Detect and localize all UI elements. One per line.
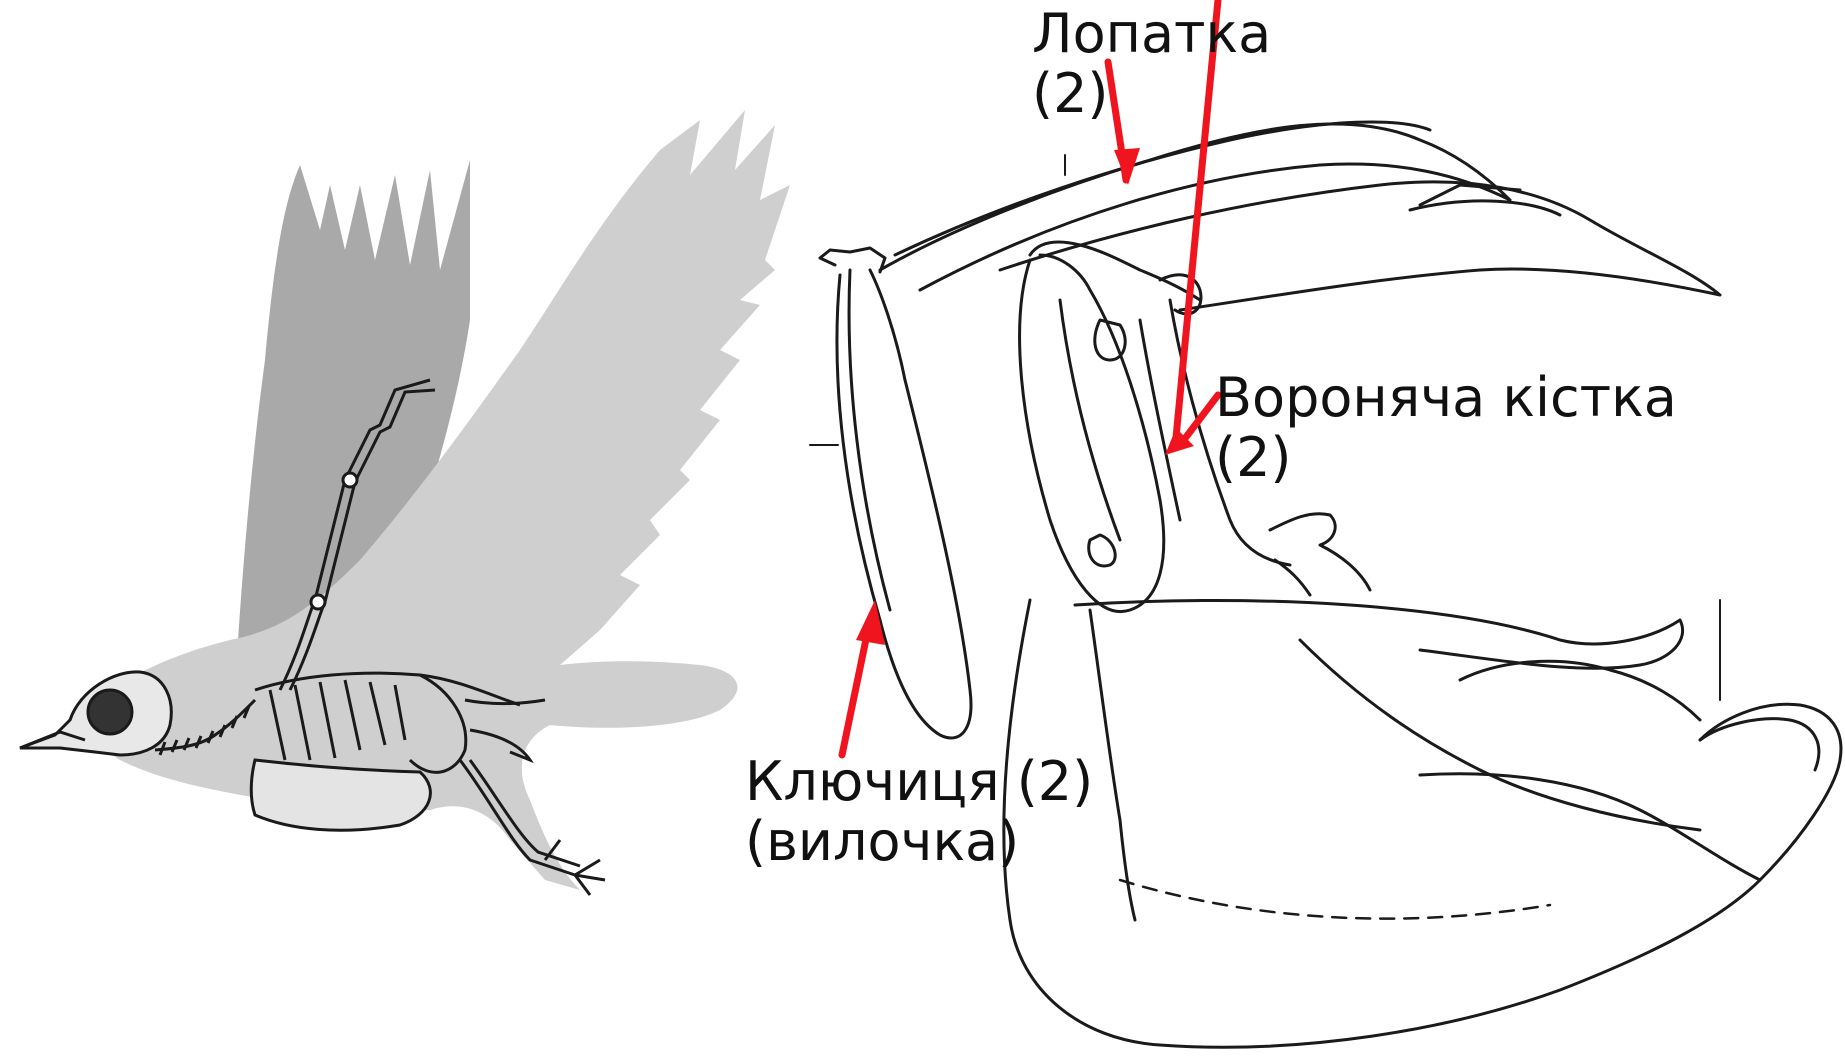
scapula-label: Лопатка (2) (1032, 4, 1271, 124)
scapula-label-name: Лопатка (1032, 4, 1271, 64)
clavicle-label-note: (вилочка) (745, 812, 1093, 872)
bird-in-flight-illustration (20, 110, 790, 895)
scapula-label-count: (2) (1032, 64, 1271, 124)
sternum-body (1075, 600, 1683, 668)
clavicle-label-name: Ключиця (2) (745, 752, 1093, 812)
shoulder-girdle-drawing (810, 122, 1841, 1047)
coracoid-label-name: Вороняча кістка (1215, 368, 1677, 428)
clavicle-label: Ключиця (2) (вилочка) (745, 752, 1093, 872)
bird-skull (20, 672, 171, 755)
coracoid-label: Вороняча кістка (2) (1215, 368, 1677, 488)
scapula-arrowhead (1114, 148, 1140, 185)
coracoid-label-count: (2) (1215, 428, 1677, 488)
sternum-keel (251, 760, 430, 830)
